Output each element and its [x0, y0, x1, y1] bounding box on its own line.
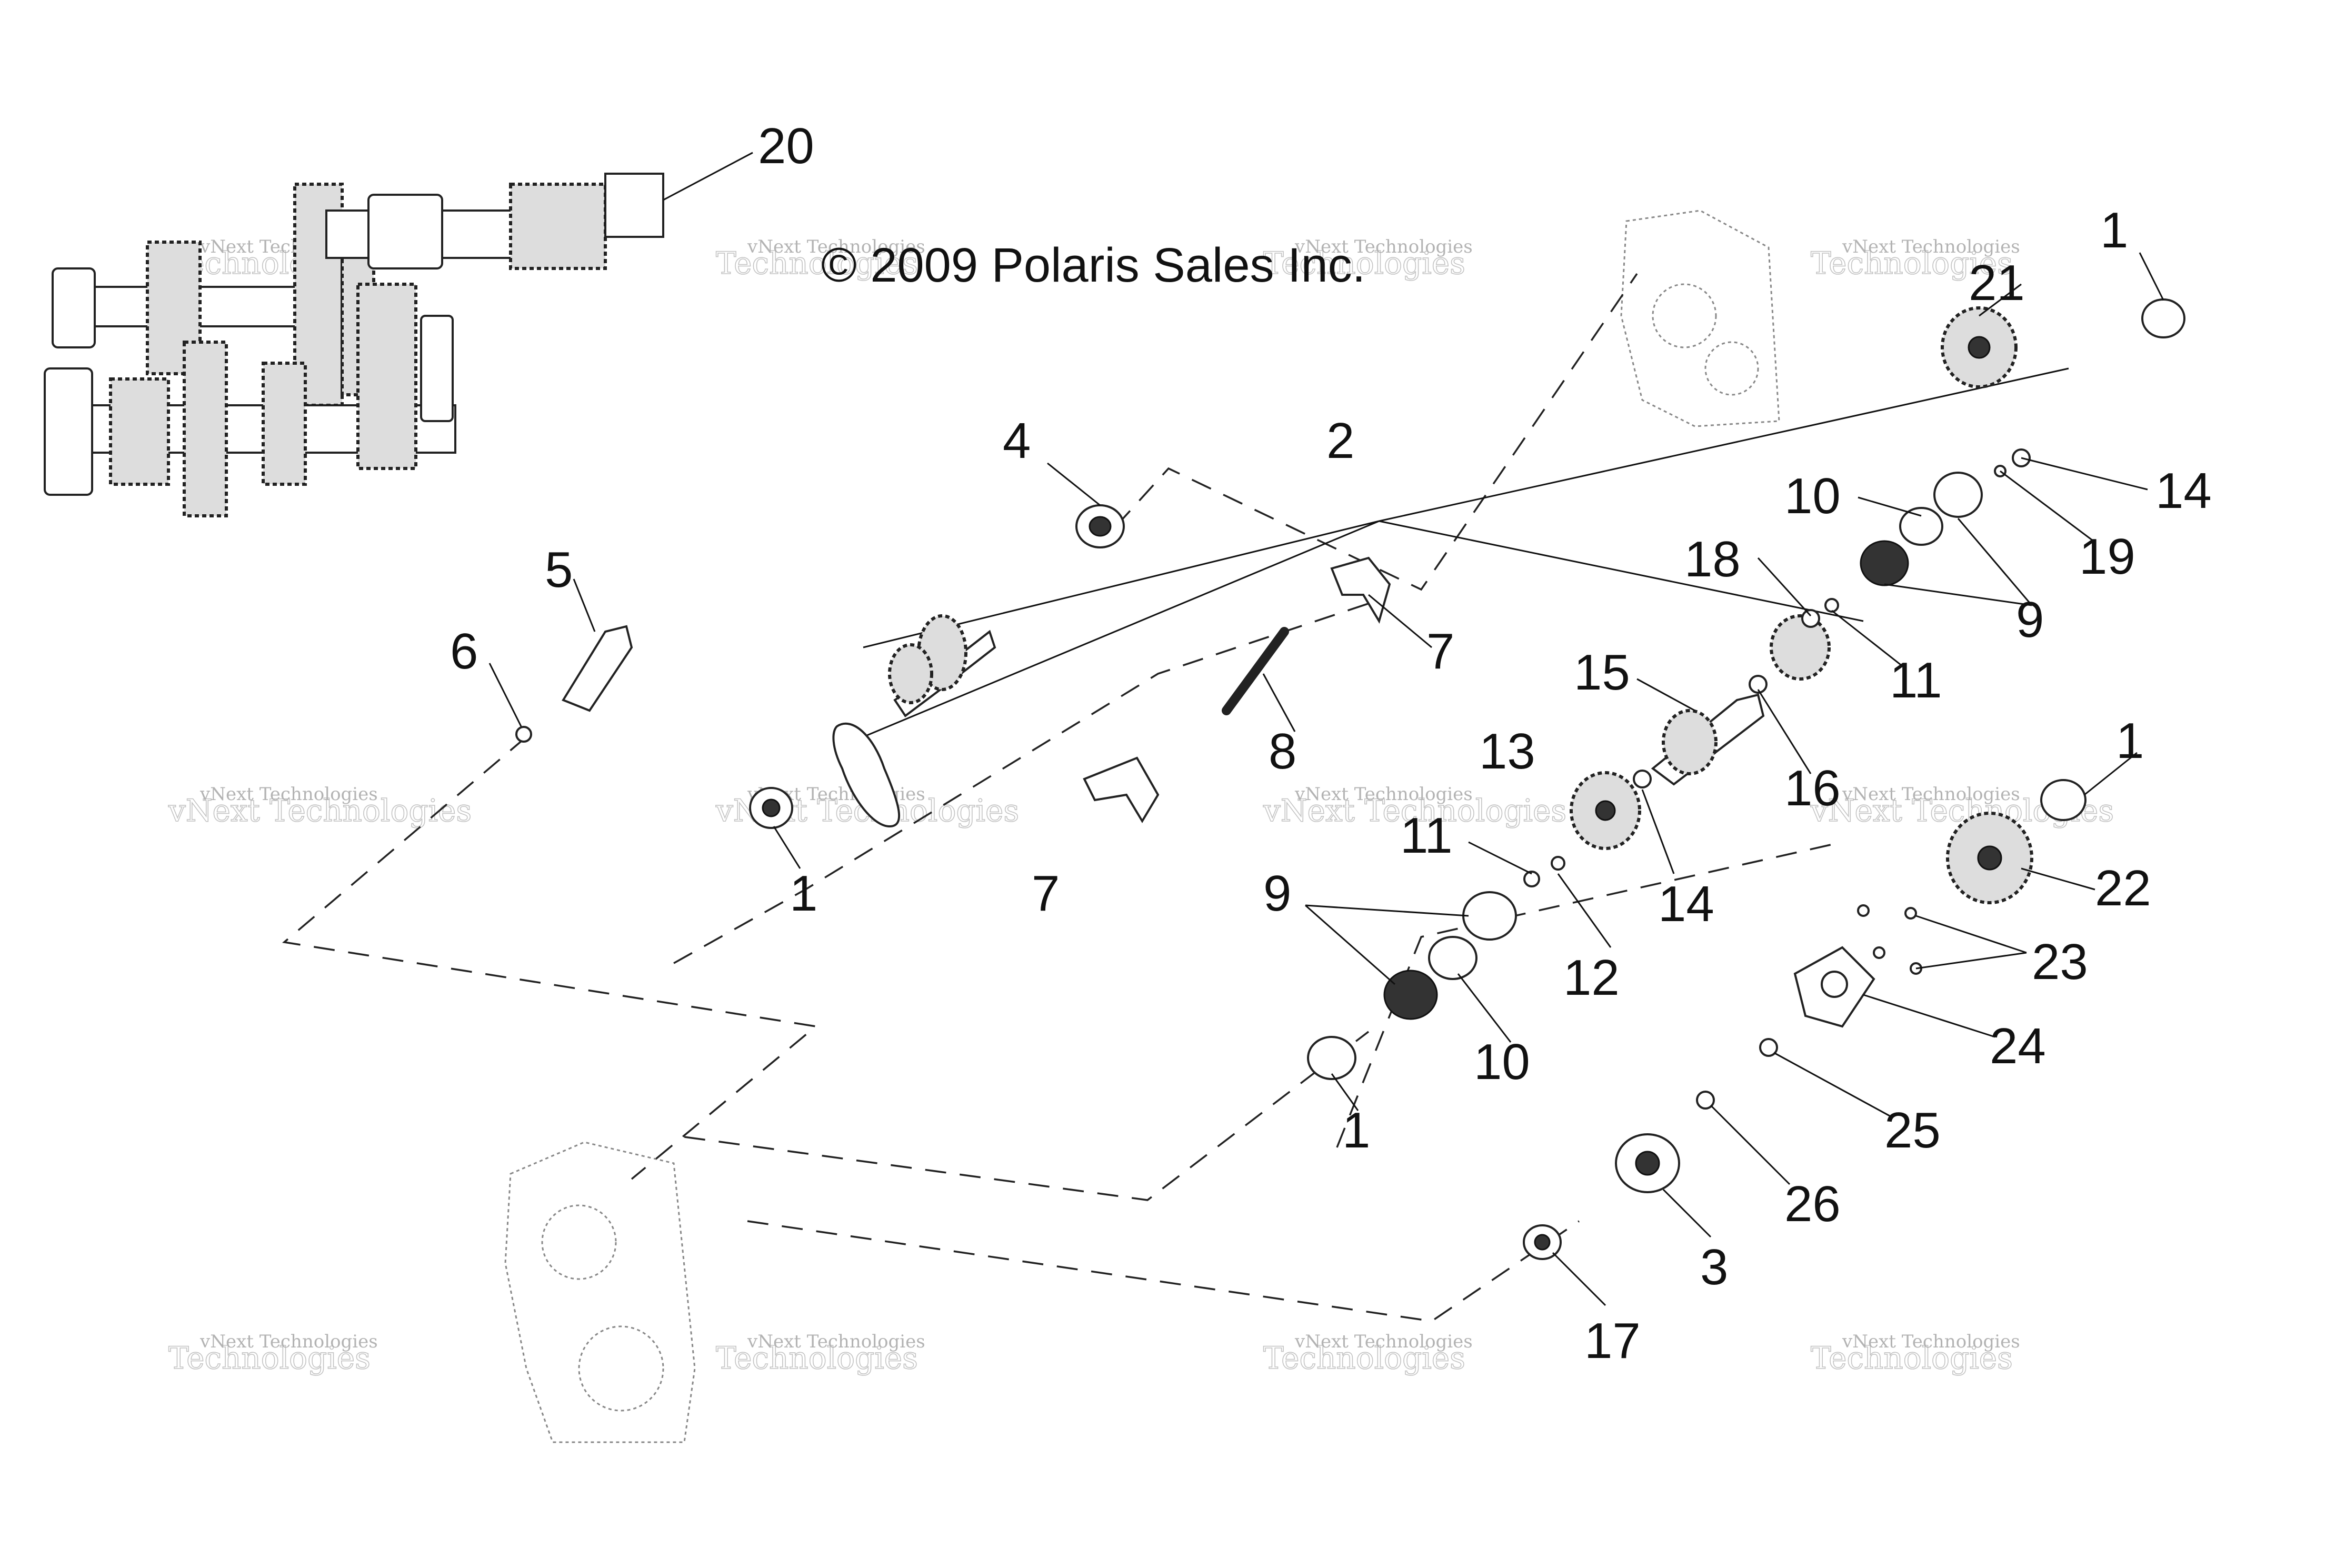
part-7-fork-lower	[1083, 756, 1160, 823]
crankcase-ghost-bottom	[504, 1141, 696, 1443]
svg-text:vNext Technologies: vNext Technologies	[1842, 1331, 2020, 1352]
part-24-plate	[1793, 946, 1875, 1028]
callout-18: 18	[1684, 531, 1741, 587]
watermark: vNext Technologies Technologies	[1810, 236, 2020, 282]
callout-11: 11	[1890, 652, 1942, 708]
crankcase-ghost-top	[1620, 209, 1780, 427]
callout-6: 6	[450, 623, 478, 680]
callout-leaders	[488, 252, 2164, 1306]
part-17-cap	[1523, 1224, 1562, 1260]
svg-text:Technologies: Technologies	[716, 245, 918, 281]
part-1-bearing-left	[749, 787, 793, 829]
callout-2: 2	[1326, 413, 1354, 469]
part-8-rod	[1222, 627, 1289, 715]
callout-20: 20	[758, 118, 814, 174]
svg-text:vNext Technologies: vNext Technologies	[747, 1331, 925, 1352]
callout-17: 17	[1584, 1313, 1641, 1369]
part-15-shaft	[1651, 693, 1765, 786]
callout-10: 10	[1784, 468, 1841, 524]
watermark: vNext Technologies Technologies	[168, 1331, 378, 1376]
svg-text:vNext Technologies: vNext Technologies	[1842, 784, 2020, 805]
callout-5: 5	[545, 542, 573, 598]
part-5-shaft	[562, 625, 633, 712]
callout-15: 15	[1574, 644, 1630, 701]
svg-text:vNext Technologies: vNext Technologies	[199, 1331, 378, 1352]
callout-24: 24	[1990, 1018, 2046, 1074]
part-18-gear	[1770, 614, 1831, 681]
part-6-nut	[515, 726, 532, 743]
part-10-ring-lower	[1428, 936, 1478, 980]
callout-7-upper: 7	[1426, 623, 1454, 680]
svg-text:Technologies: Technologies	[716, 1340, 918, 1376]
svg-text:vNext Technologies: vNext Technologies	[1263, 793, 1566, 828]
callout-1-left: 1	[790, 865, 817, 922]
watermark: vNext Technologies Technologies	[715, 1331, 925, 1376]
part-9-bearing-lower	[1383, 891, 1517, 1020]
callout-1: 1	[2100, 202, 2128, 258]
callout-12: 12	[1563, 950, 1620, 1006]
callout-9: 9	[2016, 592, 2044, 648]
callout-11-lower: 11	[1400, 807, 1453, 864]
callout-4: 4	[1003, 413, 1031, 469]
callout-9-lower: 9	[1263, 865, 1291, 922]
svg-text:vNext Technologies: vNext Technologies	[168, 793, 472, 828]
watermark: vNext Technologies vNext Technologies	[1262, 784, 1567, 829]
part-10-ring-top	[1899, 507, 1943, 546]
callout-3: 3	[1700, 1239, 1728, 1295]
callout-1-lower: 1	[1342, 1102, 1370, 1158]
part-21-gear	[1941, 306, 2018, 388]
part-1-bearing-lower	[1307, 1036, 1356, 1080]
callout-25: 25	[1884, 1102, 1941, 1158]
part-3-bearing	[1615, 1133, 1680, 1193]
callout-14-lower: 14	[1658, 876, 1714, 932]
svg-text:Technologies: Technologies	[1811, 1340, 2013, 1376]
part-9-bearing-top	[1860, 472, 1983, 586]
callout-8: 8	[1269, 723, 1296, 780]
watermark: vNext Technologies Technologies	[1263, 236, 1473, 282]
svg-text:vNext Technologies: vNext Technologies	[199, 784, 378, 805]
callout-21: 21	[1969, 255, 2025, 311]
svg-text:Technologies: Technologies	[1263, 245, 1465, 281]
callout-10-lower: 10	[1474, 1034, 1530, 1090]
part-22-gear	[1946, 812, 2033, 904]
callout-16: 16	[1784, 760, 1841, 816]
watermark: vNext Technologies Technologies	[1810, 1331, 2020, 1376]
part-13-gear	[1570, 771, 1641, 850]
svg-text:Technologies: Technologies	[168, 1340, 371, 1376]
callout-13: 13	[1479, 723, 1535, 780]
callout-26: 26	[1784, 1176, 1841, 1232]
part-2-shaft	[888, 614, 996, 717]
callout-1-right: 1	[2116, 713, 2144, 769]
watermark: vNext Technologies Technologies	[1263, 1331, 1473, 1376]
watermark: vNext Technologies Technologies	[715, 236, 925, 282]
watermark-grid: vNext Technologies vNext Technologies vN…	[167, 236, 2114, 1376]
svg-text:vNext Technologies: vNext Technologies	[1294, 784, 1473, 805]
svg-text:vNext Technologies: vNext Technologies	[747, 236, 925, 257]
callout-23: 23	[2032, 934, 2088, 990]
callout-labels: 20 1 21 14 10 19 9 18 11 2 4 7 7 8 5 6 1…	[450, 118, 2212, 1369]
gear-cluster-assembly	[44, 152, 753, 517]
svg-text:vNext Technologies: vNext Technologies	[1294, 1331, 1473, 1352]
part-4-bearing	[1075, 504, 1125, 548]
part-7-fork-upper	[1330, 556, 1391, 624]
svg-text:Technologies: Technologies	[1811, 245, 2013, 281]
part-1-bearing-top	[2141, 298, 2185, 338]
svg-text:vNext Technologies: vNext Technologies	[1294, 236, 1473, 257]
callout-14: 14	[2155, 463, 2212, 519]
callout-22: 22	[2095, 860, 2151, 916]
callout-7-lower: 7	[1032, 865, 1060, 922]
copyright-notice: © 2009 Polaris Sales Inc.	[821, 238, 1365, 292]
svg-text:vNext Technologies: vNext Technologies	[1842, 236, 2020, 257]
callout-19: 19	[2079, 528, 2135, 585]
svg-text:Technologies: Technologies	[1263, 1340, 1465, 1376]
watermark: vNext Technologies vNext Technologies	[167, 784, 472, 829]
part-chain	[832, 722, 901, 828]
part-1-bearing-right	[2040, 779, 2087, 821]
